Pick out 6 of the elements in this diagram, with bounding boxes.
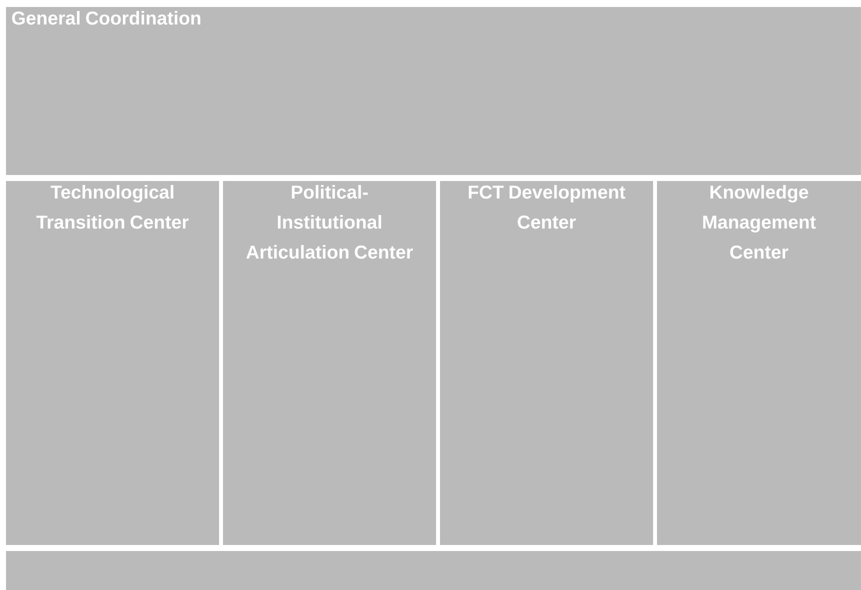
bottom-bar bbox=[6, 551, 861, 590]
center-box: Political-Institutional Articulation Center bbox=[223, 181, 436, 545]
center-box: FCT Development Center bbox=[440, 181, 654, 545]
center-box: Technological Transition Center bbox=[6, 181, 220, 545]
center-box: Knowledge Management Center bbox=[657, 181, 861, 545]
coordination-panel: General Coordination bbox=[6, 7, 861, 175]
